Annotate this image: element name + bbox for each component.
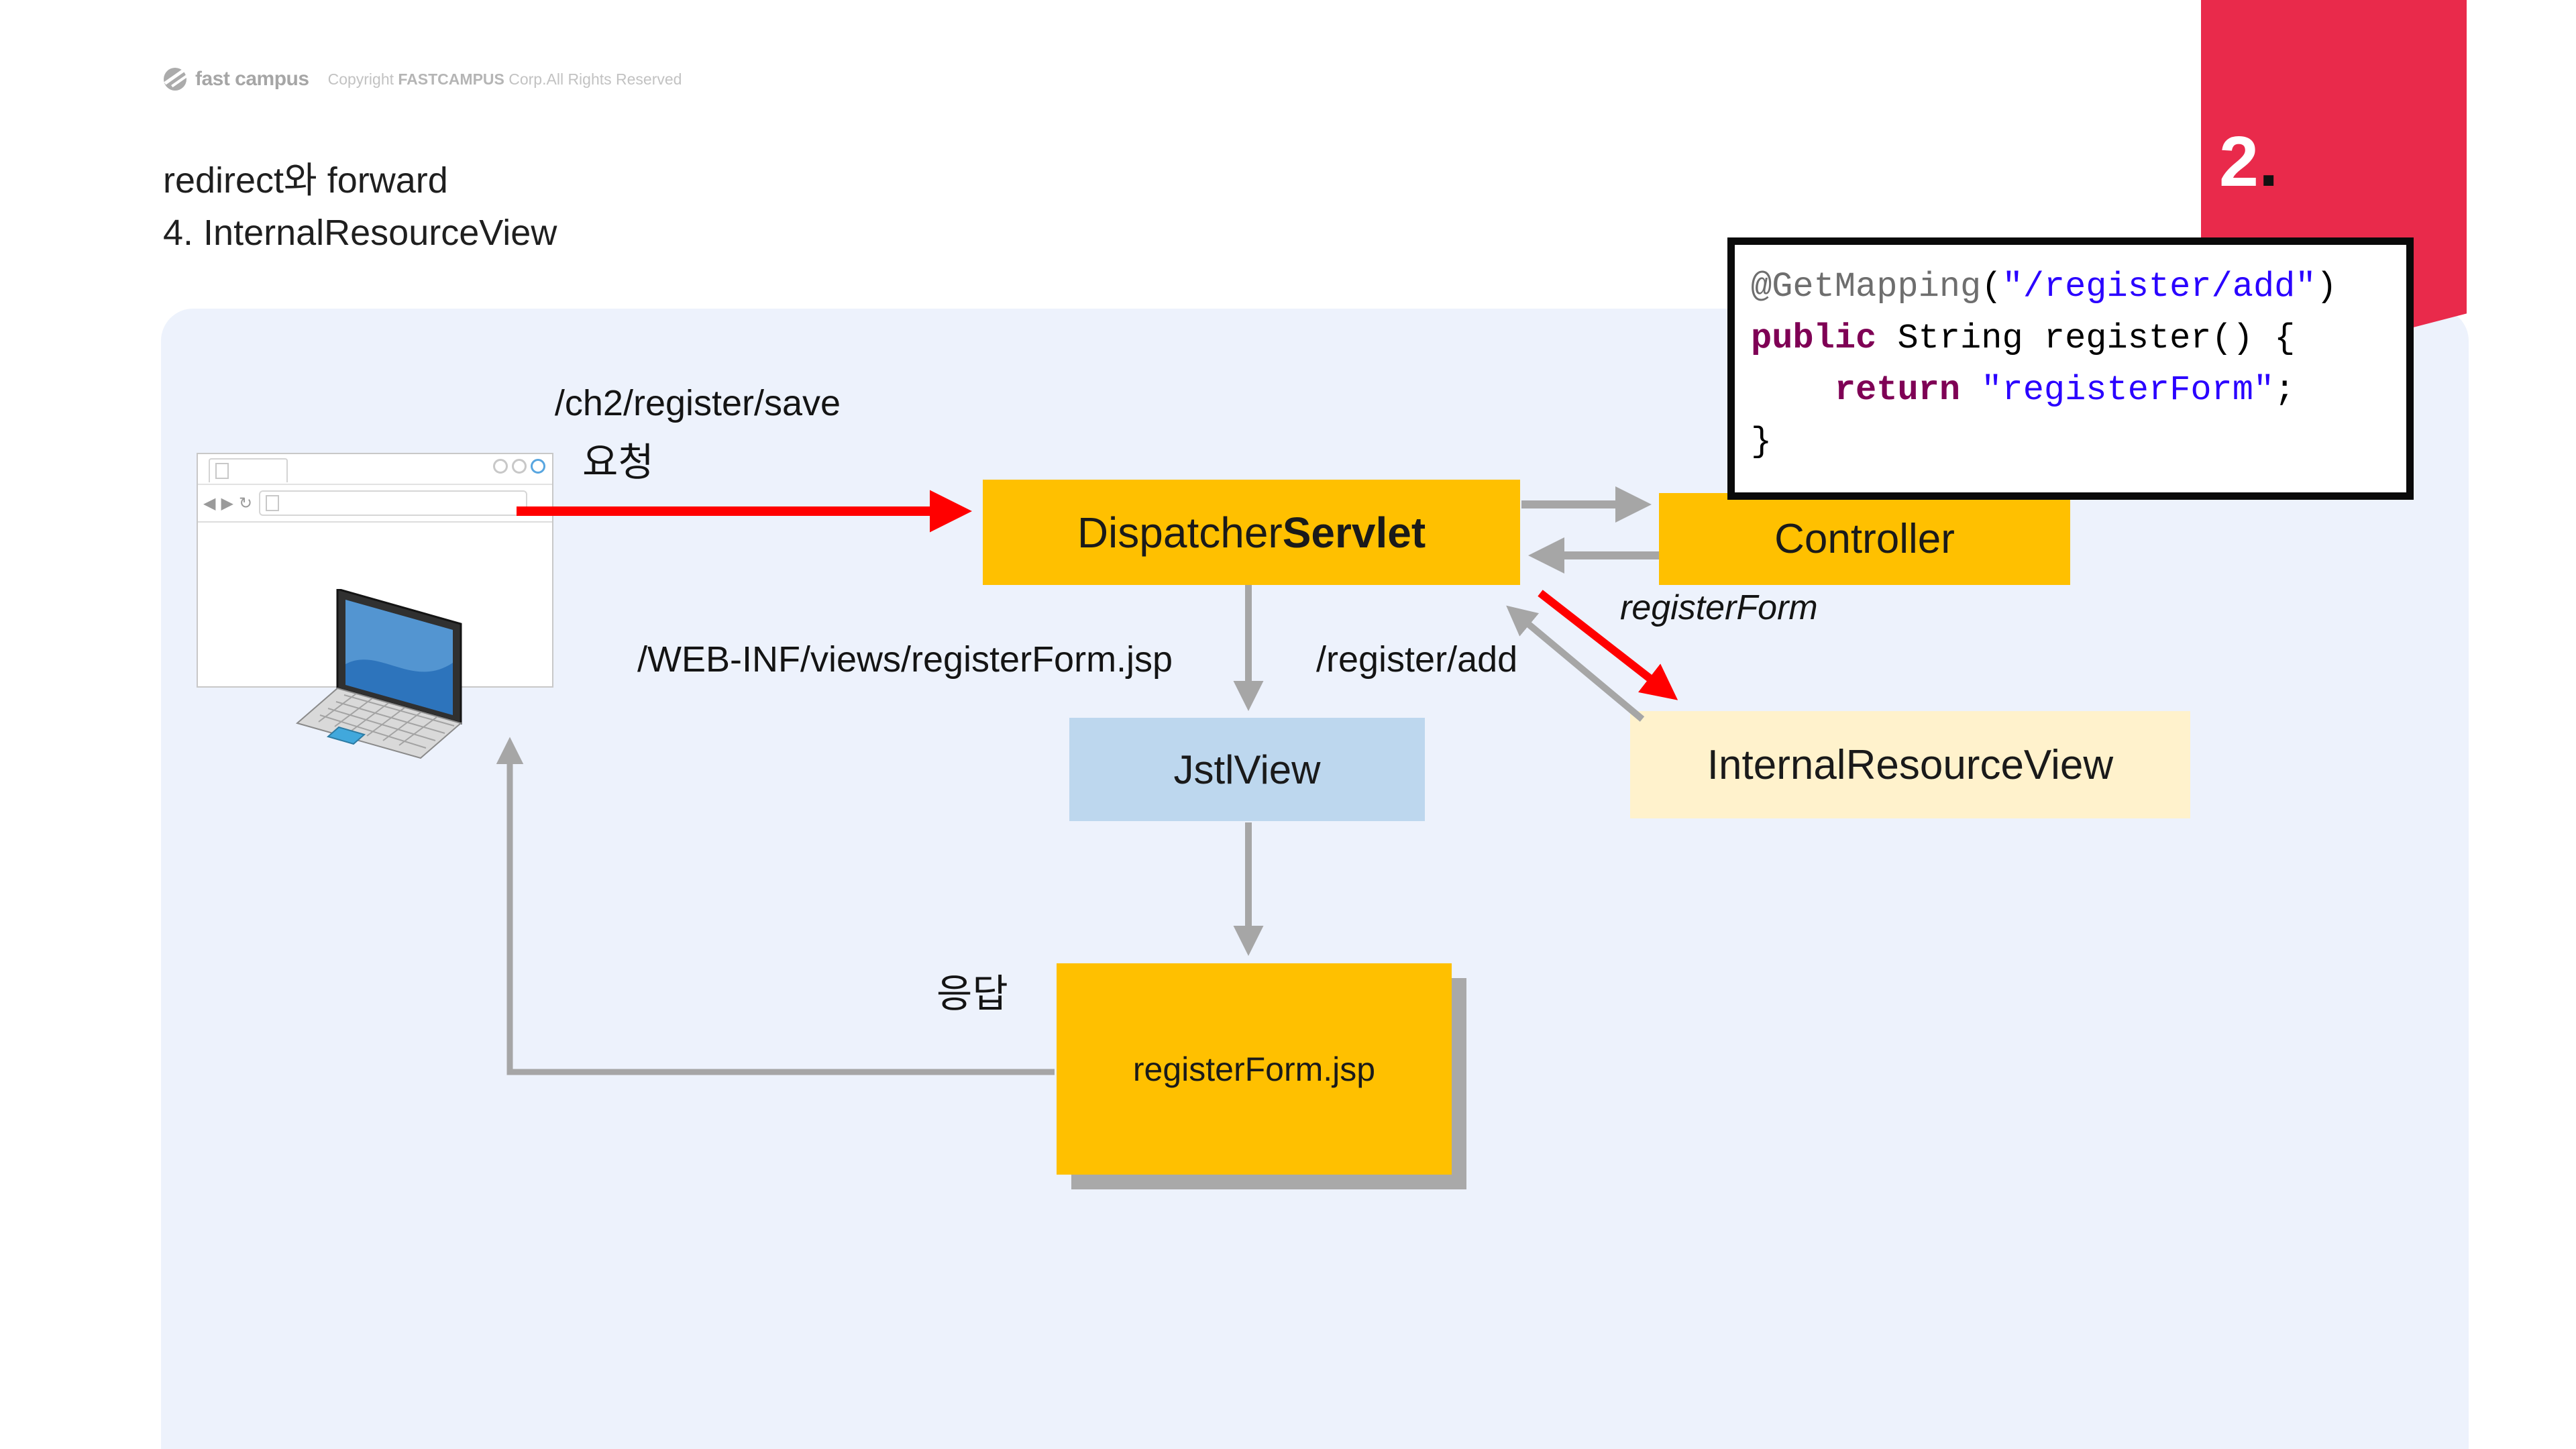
code-token	[1751, 370, 1835, 410]
laptop-icon	[295, 589, 463, 759]
code-token: @GetMapping	[1751, 267, 1982, 307]
back-icon: ◀	[203, 494, 216, 513]
code-line: }	[1751, 416, 2406, 468]
code-token: String register() {	[1876, 319, 2296, 358]
copyright-suffix: Corp.All Rights Reserved	[504, 70, 682, 88]
register-form-jsp-box: registerForm.jsp	[1057, 963, 1452, 1175]
internal-resource-view-label: InternalResourceView	[1707, 741, 2114, 788]
copyright-text: Copyright FASTCAMPUS Corp.All Rights Res…	[328, 70, 682, 89]
webinf-path-label: /WEB-INF/views/registerForm.jsp	[637, 639, 1173, 680]
slide-title: redirect와 forward	[163, 160, 448, 201]
fastcampus-logo-icon	[164, 68, 187, 91]
code-line: @GetMapping("/register/add")	[1751, 261, 2406, 313]
code-token: ;	[2274, 370, 2296, 410]
response-label: 응답	[936, 972, 1008, 1016]
code-token	[1960, 370, 1981, 410]
section-number-value: 2	[2219, 122, 2259, 201]
page-icon	[215, 463, 229, 479]
code-snippet-box: @GetMapping("/register/add")public Strin…	[1727, 237, 2414, 500]
browser-window-buttons	[493, 459, 545, 474]
request-label: 요청	[582, 441, 654, 484]
browser-toolbar: ◀ ▶ ↻	[198, 484, 552, 523]
jstlview-box: JstlView	[1069, 718, 1425, 821]
code-token: return	[1834, 370, 1961, 410]
register-add-path-label: /register/add	[1316, 639, 1518, 680]
dispatcher-to-irv-arrow	[1538, 590, 1678, 700]
page-icon	[266, 495, 280, 511]
header: fast campus Copyright FASTCAMPUS Corp.Al…	[163, 64, 682, 94]
window-circle-blue-icon	[531, 459, 545, 474]
dispatcher-label-bold: Servlet	[1282, 508, 1426, 557]
code-token: (	[1981, 267, 2002, 307]
refresh-icon: ↻	[238, 494, 253, 513]
url-bar	[259, 490, 528, 516]
response-elbow-arrow	[496, 737, 1055, 1075]
register-form-jsp-label: registerForm.jsp	[1132, 1050, 1376, 1088]
slide-subtitle: 4. InternalResourceView	[163, 213, 557, 253]
controller-box: Controller	[1659, 493, 2070, 585]
browser-tab	[209, 458, 288, 482]
section-number-dot: .	[2258, 122, 2279, 201]
code-token: }	[1751, 422, 1772, 462]
dispatcher-label-normal: Dispatcher	[1077, 508, 1283, 557]
copyright-prefix: Copyright	[327, 70, 398, 88]
window-circle-icon	[493, 459, 508, 474]
section-number: 2.	[2219, 126, 2278, 197]
fastcampus-logo-text: fast campus	[195, 68, 309, 90]
irv-to-dispatcher-arrow	[1506, 605, 1645, 722]
internal-resource-view-box: InternalResourceView	[1630, 711, 2190, 818]
dispatcher-servlet-label: DispatcherServlet	[1077, 508, 1426, 557]
controller-label: Controller	[1774, 516, 1955, 562]
code-token: )	[2316, 267, 2337, 307]
register-form-label: registerForm	[1620, 588, 1818, 627]
window-circle-icon	[512, 459, 527, 474]
code-lines: @GetMapping("/register/add")public Strin…	[1751, 261, 2406, 468]
copyright-brand: FASTCAMPUS	[398, 70, 504, 88]
forward-icon: ▶	[221, 494, 233, 513]
code-token: "registerForm"	[1981, 370, 2275, 410]
dispatcher-servlet-box: DispatcherServlet	[983, 480, 1520, 585]
code-token: public	[1751, 319, 1877, 358]
code-line: public String register() {	[1751, 313, 2406, 364]
code-token: "/register/add"	[2002, 267, 2316, 307]
jstlview-label: JstlView	[1173, 747, 1321, 792]
request-path-label: /ch2/register/save	[554, 383, 841, 423]
code-line: return "registerForm";	[1751, 364, 2406, 416]
